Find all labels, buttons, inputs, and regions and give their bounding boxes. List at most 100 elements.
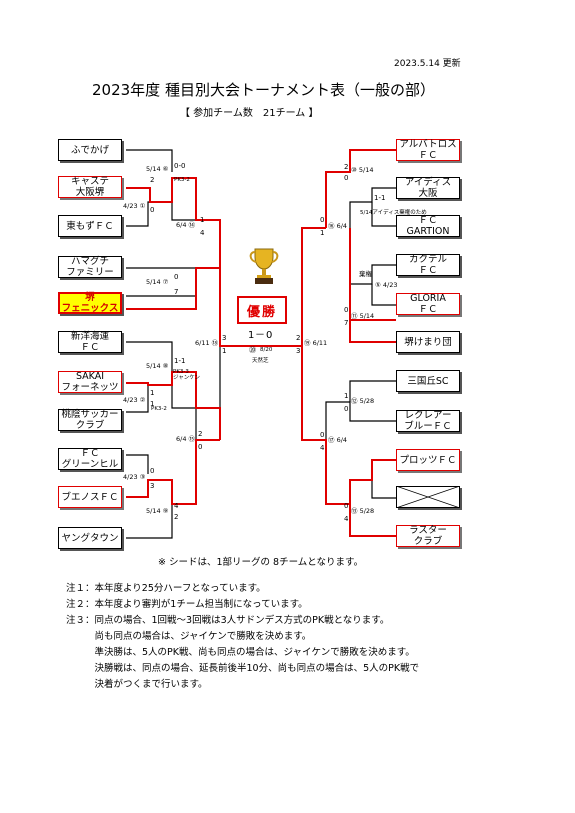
- score: 2: [198, 430, 203, 438]
- team-count: 【 参加チーム数 21チーム 】: [180, 108, 319, 119]
- match-11-label: ⑪ 5/14: [351, 312, 375, 320]
- score: 0: [150, 467, 155, 475]
- match-9-label: 5/14 ⑨: [146, 507, 169, 515]
- team-right-9: プロッツＦＣ: [396, 449, 460, 471]
- score: 2: [296, 334, 301, 342]
- score: 7: [174, 288, 179, 296]
- match-6-score: 0-0: [174, 162, 186, 170]
- score: 2: [174, 513, 179, 521]
- match-8-score: 1-1: [174, 357, 186, 365]
- score: 0: [320, 431, 325, 439]
- score: 0: [344, 502, 349, 510]
- match-14-label: 6/4 ⑭: [176, 221, 196, 229]
- match-15-label: 6/4 ⑮: [176, 435, 196, 443]
- team-left-8: 桃陰サッカー クラブ: [58, 409, 122, 431]
- score: 0: [150, 206, 155, 214]
- team-right-empty: [396, 486, 460, 508]
- match-2-label: 4/23 ②: [123, 396, 146, 404]
- score: 4: [200, 229, 205, 237]
- team-left-4: ハマグチ ファミリー: [58, 256, 122, 278]
- champion-label: 優勝: [237, 296, 287, 324]
- score: 1: [150, 400, 155, 408]
- match-5-label: ⑤ 4/23: [375, 281, 398, 289]
- score: 0: [344, 405, 349, 413]
- team-left-9: ＦＣ グリーンヒル: [58, 448, 122, 470]
- match-16-label: ⑯ 6/4: [328, 222, 348, 230]
- note-line: 注１：本年度より25分ハーフとなっています。: [66, 583, 266, 594]
- team-right-4: カクテル ＦＣ: [396, 254, 460, 276]
- final-score-left: 1: [248, 330, 255, 341]
- note-line: 決着がつくまで行います。: [66, 679, 208, 690]
- match-17-label: ⑰ 6/4: [328, 436, 348, 444]
- empty-slot-cross: [397, 486, 459, 508]
- score: 7: [344, 319, 349, 327]
- match-6-label: 5/14 ⑥: [146, 165, 169, 173]
- score: 2: [150, 176, 155, 184]
- team-right-2: アイディス 大阪: [396, 177, 460, 199]
- page-title: 2023年度 種目別大会トーナメント表（一般の部）: [92, 81, 435, 99]
- update-date: 2023.5.14 更新: [394, 59, 461, 69]
- match-7-label: 5/14 ⑦: [146, 278, 169, 286]
- score: 4: [320, 444, 325, 452]
- team-right-11: ラスター クラブ: [396, 525, 460, 547]
- match-3-label: 4/23 ③: [123, 473, 146, 481]
- match-8-label: 5/14 ⑧: [146, 362, 169, 370]
- score: 3: [296, 347, 301, 355]
- team-right-5: GLORIA ＦＣ: [396, 293, 460, 315]
- score: 1: [344, 392, 349, 400]
- team-left-5: 堺 フェニックス: [58, 292, 122, 314]
- score: 3: [222, 334, 227, 342]
- score: 1: [222, 347, 227, 355]
- team-right-3: ＦＣ GARTION: [396, 215, 460, 237]
- team-left-10: ブエノスＦＣ: [58, 486, 122, 508]
- match-18-label: 6/11 ⑱: [195, 339, 219, 347]
- note-line: 準決勝は、5人のPK戦、尚も同点の場合は、ジャイケンで勝敗を決めます。: [66, 647, 415, 658]
- seed-note: ※ シードは、1部リーグの 8チームとなります。: [158, 557, 364, 568]
- match-1-label: 4/23 ①: [123, 202, 146, 210]
- team-right-1: アルバトロス ＦＣ: [396, 139, 460, 161]
- match-2-pk: PK3-2: [151, 406, 167, 412]
- score: 1: [150, 389, 155, 397]
- score: 4: [344, 515, 349, 523]
- match-6-pk: PK3-2: [174, 177, 190, 183]
- match-10-label: ⑩ 5/14: [351, 166, 374, 174]
- match-8-pk: PK3-3 ジャンケン: [173, 369, 201, 381]
- match-4-score: 1-1: [374, 194, 386, 202]
- match-4-note: 5/14アイディス棄権のため: [360, 210, 427, 216]
- score: 0: [344, 174, 349, 182]
- match-19-label: ⑲ 6/11: [304, 339, 328, 347]
- team-left-7: SAKAI フォーネッツ: [58, 371, 122, 393]
- match-13-label: ⑬ 5/28: [351, 507, 375, 515]
- team-right-6: 堺けまり団: [396, 331, 460, 353]
- note-line: 注３：同点の場合、1回戦～3回戦は3人サドンデス方式のPK戦となります。: [66, 615, 390, 626]
- score: 0: [198, 443, 203, 451]
- score: 3: [150, 482, 155, 490]
- team-left-6: 新洋海運 ＦＣ: [58, 331, 122, 353]
- team-left-3: 東もずＦＣ: [58, 215, 122, 237]
- final-venue: 天然芝: [252, 358, 269, 364]
- team-right-7: 三国丘SC: [396, 370, 460, 392]
- score: 0: [344, 306, 349, 314]
- score: 2: [344, 163, 349, 171]
- final-dash: －: [255, 330, 265, 341]
- team-right-8: レクレアー ブルーＦＣ: [396, 410, 460, 432]
- score: 0: [320, 216, 325, 224]
- final-date: 8/20: [260, 347, 273, 353]
- score: 1: [200, 216, 205, 224]
- trophy-icon: [249, 248, 279, 284]
- note-line: 注２：本年度より審判が1チーム担当制になっています。: [66, 599, 308, 610]
- score: 1: [320, 229, 325, 237]
- match-12-label: ⑫ 5/28: [351, 397, 375, 405]
- final-score-right: 0: [266, 330, 273, 341]
- team-left-1: ふでかげ: [58, 139, 122, 161]
- score: 0: [174, 273, 179, 281]
- final-match-number: ⑳: [249, 346, 256, 354]
- note-line: 決勝戦は、同点の場合、延長前後半10分、尚も同点の場合は、5人のPK戦で: [66, 663, 420, 674]
- team-left-2: キャステ 大阪堺: [58, 176, 122, 198]
- note-line: 尚も同点の場合は、ジャイケンで勝敗を決めます。: [66, 631, 312, 642]
- team-left-11: ヤングタウン: [58, 527, 122, 549]
- score: 4: [174, 502, 179, 510]
- match-5-note: 棄権: [359, 270, 372, 278]
